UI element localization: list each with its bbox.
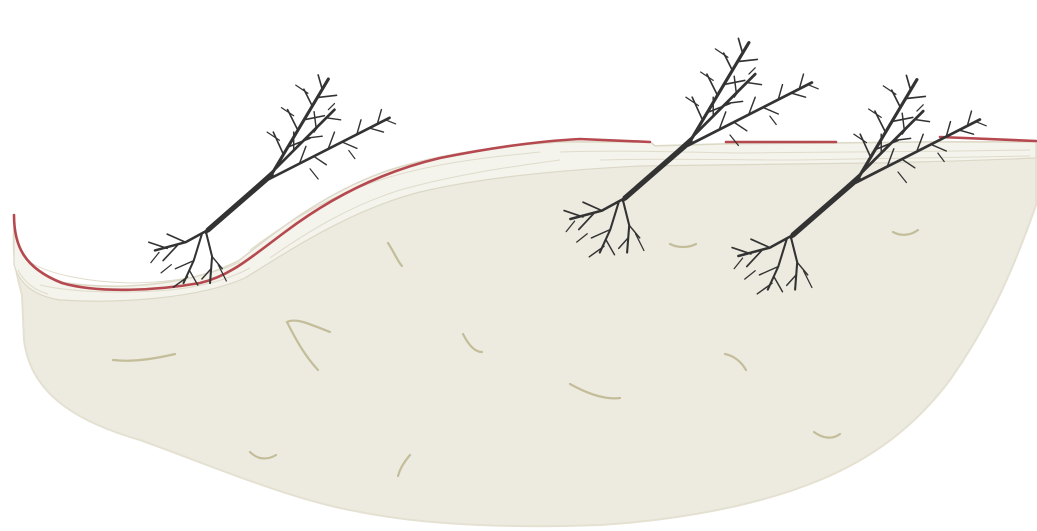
soil-body — [14, 142, 1036, 526]
